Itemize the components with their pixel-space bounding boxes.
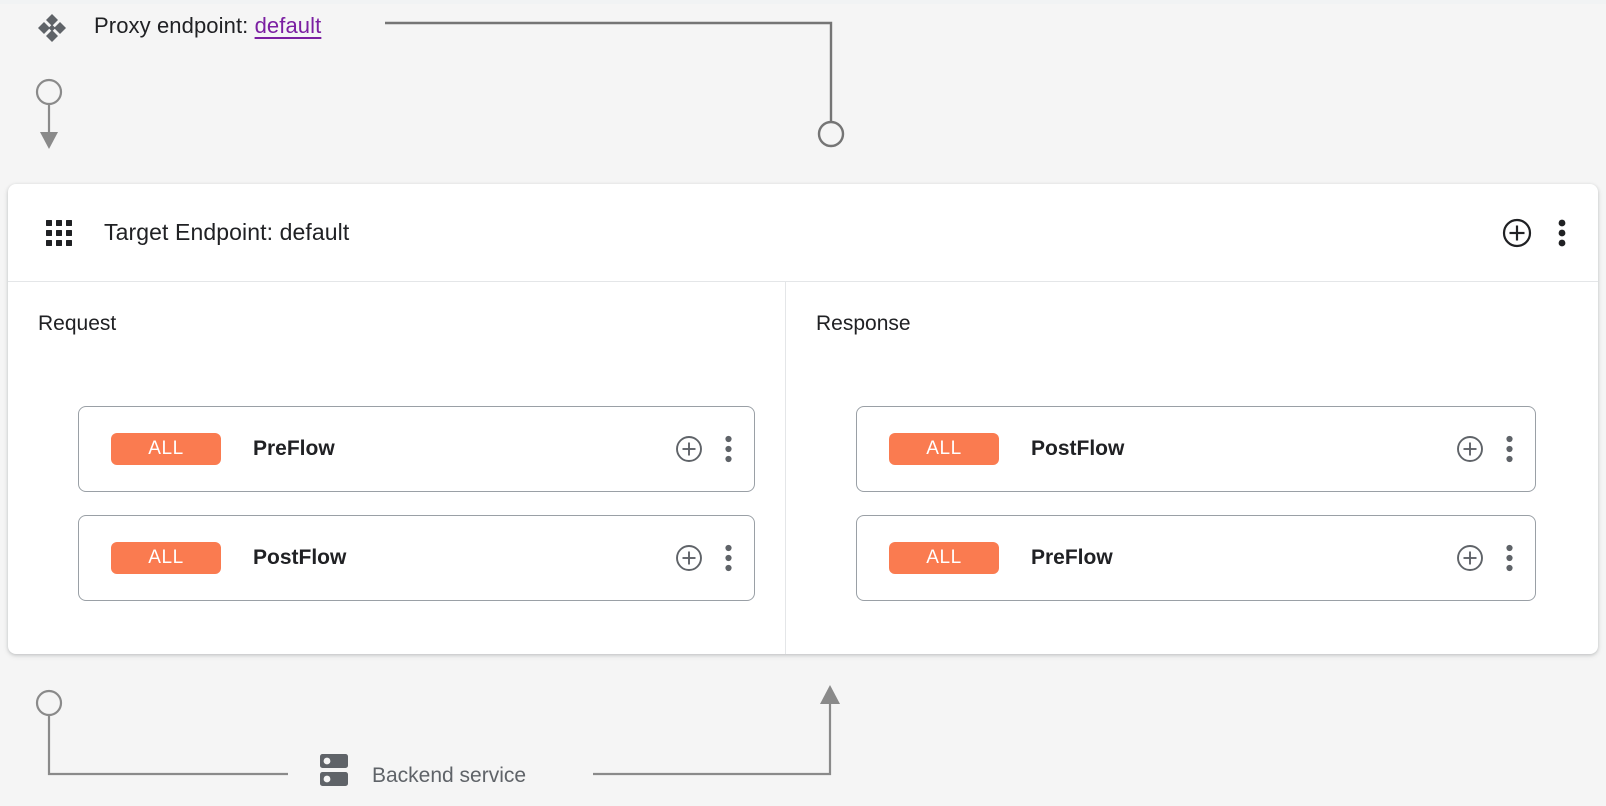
add-circle-icon[interactable] [1456,544,1484,572]
more-options-button[interactable] [1558,218,1566,248]
connector-node-request-in [35,78,63,106]
response-column-title: Response [816,312,911,335]
target-endpoint-header: Target Endpoint: default [8,184,1598,282]
backend-service-label: Backend service [372,763,527,787]
connector-node-proxy-in [817,120,845,148]
flow-card-actions [1456,435,1513,463]
target-endpoint-header-actions [1502,218,1566,248]
flow-card-response-postflow[interactable]: ALL PostFlow [856,406,1536,492]
connector-node-request-out [35,689,63,717]
flow-card-label: PostFlow [253,546,347,569]
flow-card-response-preflow[interactable]: ALL PreFlow [856,515,1536,601]
add-circle-icon[interactable] [675,435,703,463]
add-circle-icon[interactable] [1456,435,1484,463]
response-flow-list: ALL PostFlow [856,406,1536,601]
status-badge: ALL [889,542,999,574]
flow-card-actions [675,435,732,463]
proxy-endpoint-label: Proxy endpoint: default [94,13,321,39]
status-badge: ALL [111,433,221,465]
flow-card-request-preflow[interactable]: ALL PreFlow [78,406,755,492]
status-badge: ALL [111,542,221,574]
connector-request-to-backend [47,715,288,776]
flow-card-actions [1456,544,1513,572]
request-flow-list: ALL PreFlow [78,406,755,601]
proxy-endpoint-row: Proxy endpoint: default [0,4,1606,52]
arrow-up-response-in [820,685,840,704]
column-divider [785,282,786,654]
flow-card-label: PreFlow [1031,546,1113,569]
add-policy-button[interactable] [1502,218,1532,248]
flow-canvas: Proxy endpoint: default [0,4,1606,806]
more-vert-icon[interactable] [725,544,732,572]
flow-card-request-postflow[interactable]: ALL PostFlow [78,515,755,601]
grid-apps-icon [46,219,72,246]
more-vert-icon[interactable] [1506,544,1513,572]
status-badge: ALL [889,433,999,465]
request-column: Request ALL PreFlow [8,282,785,654]
response-column: Response ALL PostFlow [786,282,1598,654]
page-title: Target Endpoint: default [104,219,350,245]
connector-backend-to-response [593,704,832,776]
more-vert-icon[interactable] [1506,435,1513,463]
flow-card-label: PostFlow [1031,437,1125,460]
flow-card-label: PreFlow [253,437,335,460]
target-endpoint-panel: Target Endpoint: default [8,184,1598,654]
proxy-endpoint-link[interactable]: default [254,13,322,38]
proxy-endpoint-label-text: Proxy endpoint: [94,13,249,38]
arrow-down-request-in [40,132,58,149]
flow-card-actions [675,544,732,572]
backend-service[interactable]: Backend service [318,752,526,799]
server-stack-icon [318,752,350,799]
proxy-endpoint-icon [36,12,68,44]
request-column-title: Request [38,312,117,335]
add-circle-icon[interactable] [675,544,703,572]
target-endpoint-body: Request ALL PreFlow [8,282,1598,654]
more-vert-icon[interactable] [725,435,732,463]
